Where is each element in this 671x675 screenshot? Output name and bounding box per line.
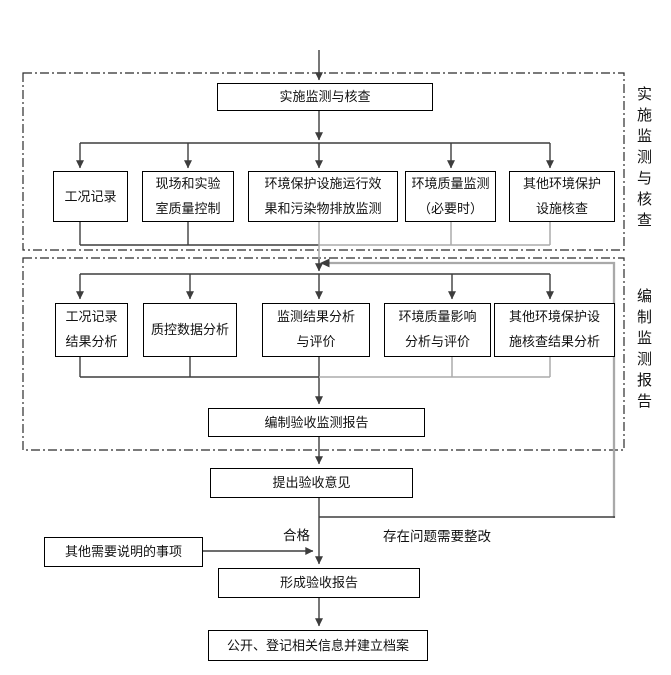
section1-dashed-frame	[22, 72, 625, 251]
section2-dashed-frame	[22, 257, 625, 451]
box-env-impact-analysis: 环境质量影响 分析与评价	[384, 303, 491, 357]
box-other-facility-check: 其他环境保护 设施核查	[509, 171, 615, 222]
gray-connector-segments	[318, 222, 551, 378]
box-compile-monitoring-report: 编制验收监测报告	[208, 408, 425, 437]
label-qualified: 合格	[283, 528, 310, 543]
box-form-acceptance-report: 形成验收报告	[218, 568, 420, 598]
box-quality-control: 现场和实验 室质量控制	[142, 171, 234, 222]
label-needs-rectification: 存在问题需要整改	[383, 529, 491, 544]
box-implement-monitoring: 实施监测与核查	[217, 83, 433, 111]
flow-lines	[76, 50, 615, 627]
box-condition-record: 工况记录	[53, 171, 128, 222]
box-qc-data-analysis: 质控数据分析	[143, 303, 237, 357]
feedback-loop-line	[320, 258, 616, 518]
box-facility-emission-monitoring: 环境保护设施运行效 果和污染物排放监测	[248, 171, 398, 222]
box-other-check-result-analysis: 其他环境保护设 施核查结果分析	[494, 303, 615, 357]
box-publish-register-archive: 公开、登记相关信息并建立档案	[208, 630, 428, 661]
box-condition-result-analysis: 工况记录 结果分析	[55, 303, 128, 357]
box-propose-acceptance-opinion: 提出验收意见	[210, 468, 413, 498]
box-other-matters: 其他需要说明的事项	[44, 537, 203, 567]
side-label-section1: 实施监测与核查	[635, 86, 652, 233]
box-monitoring-result-analysis: 监测结果分析 与评价	[262, 303, 370, 357]
box-env-quality-monitoring: 环境质量监测 （必要时）	[405, 171, 496, 222]
side-label-section2: 编制监测报告	[635, 288, 652, 414]
